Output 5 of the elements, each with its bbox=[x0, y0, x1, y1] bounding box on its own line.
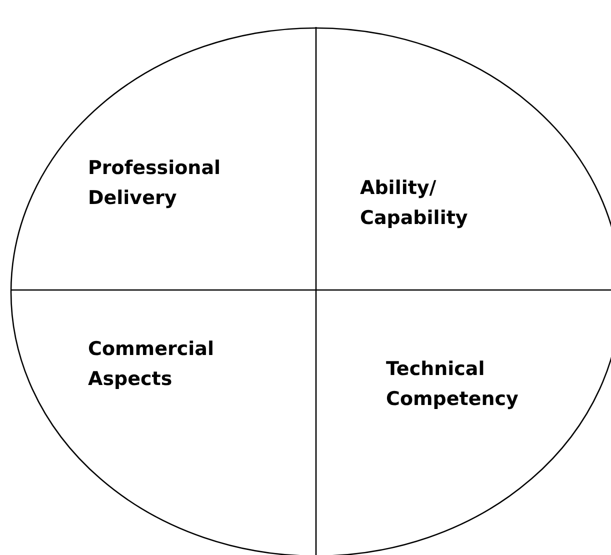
quadrant-label: Ability/ Capability bbox=[360, 176, 469, 231]
quadrant-label: Technical Competency bbox=[386, 357, 520, 412]
quadrant-label: Commercial Aspects bbox=[88, 337, 215, 392]
quadrant-label: Professional Delivery bbox=[88, 156, 222, 211]
circle-diagram bbox=[10, 27, 611, 555]
